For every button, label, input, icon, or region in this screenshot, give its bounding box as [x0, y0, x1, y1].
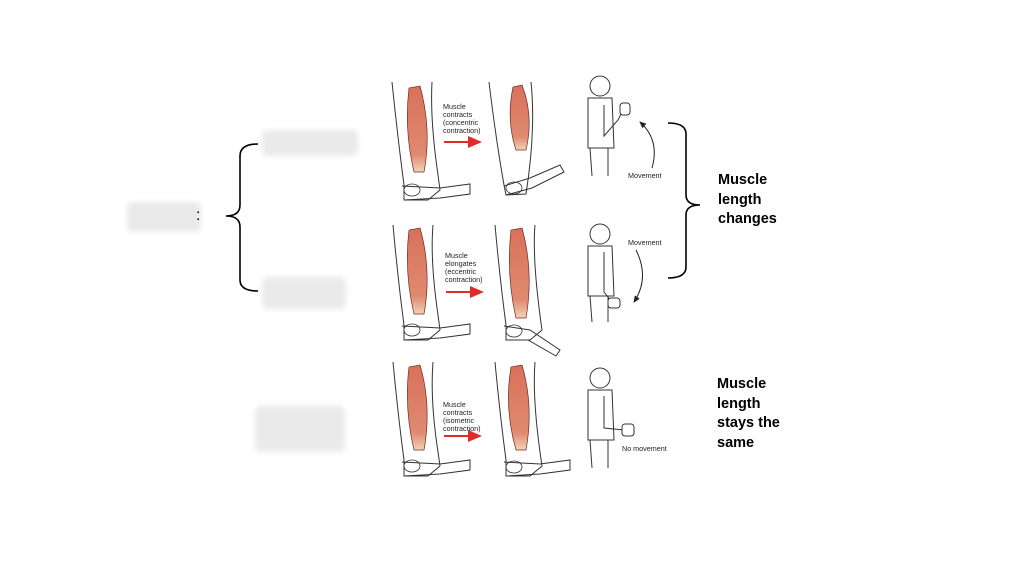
- blank-label-isometric: [259, 410, 341, 448]
- row3-arm-relaxed: [392, 361, 471, 477]
- row1-arm-relaxed: [391, 81, 471, 201]
- row2-arm-relaxed: [392, 224, 471, 341]
- movement-label-2: Movement: [628, 238, 662, 247]
- row3-label: Muscle contracts (isometric contraction): [443, 400, 481, 433]
- main-colon: :: [196, 207, 201, 224]
- length-changes-label: Muscle length changes: [718, 172, 777, 227]
- row1-figure: [587, 75, 631, 177]
- row2-arm-extended: [494, 224, 561, 357]
- blank-label-isotonic: [266, 134, 354, 152]
- no-movement-label: No movement: [622, 444, 667, 453]
- left-bracket: [225, 143, 259, 292]
- blank-label-main: [131, 206, 197, 228]
- row2-figure: [587, 223, 621, 323]
- row1-movement-arrow: [639, 121, 655, 169]
- movement-label-1: Movement: [628, 171, 662, 180]
- row3-arm-held: [494, 361, 571, 477]
- row2-movement-arrow: [633, 249, 643, 303]
- row1-label: Muscle contracts (concentric contraction…: [443, 102, 481, 135]
- blank-label-eccentric: [266, 281, 342, 305]
- row1-arm-flexed: [488, 81, 565, 196]
- row3-figure: [587, 367, 635, 469]
- length-same-label: Muscle length stays the same: [717, 376, 780, 451]
- row2-label: Muscle elongates (eccentric contraction): [445, 251, 483, 284]
- right-bracket: [667, 122, 701, 279]
